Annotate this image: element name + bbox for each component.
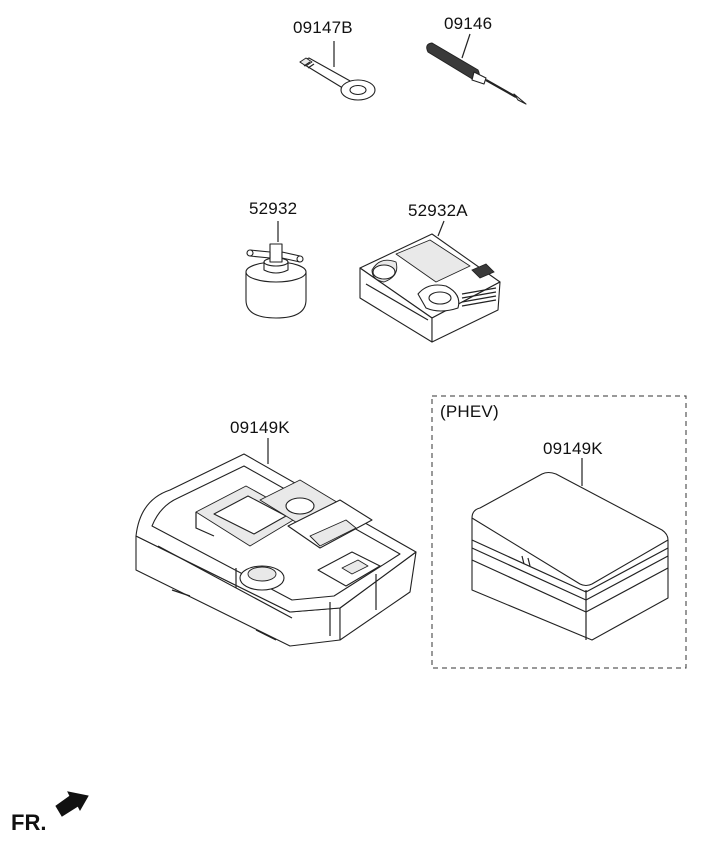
- front-direction-label: FR.: [11, 810, 47, 835]
- kit-case-part: [471, 458, 669, 641]
- front-direction-arrow-icon: [55, 791, 89, 817]
- part-code-screwdriver: 09146: [444, 14, 493, 33]
- leader-line-compressor: [437, 220, 445, 237]
- part-code-kit-case: 09149K: [543, 439, 603, 458]
- phev-group-label: (PHEV): [440, 402, 499, 421]
- air-compressor-part: [359, 220, 501, 343]
- sealant-bottle-part: [245, 221, 307, 319]
- part-code-tray: 09149K: [230, 418, 290, 437]
- part-code-towing-hook: 09147B: [293, 18, 353, 37]
- leader-line-screwdriver: [461, 33, 471, 59]
- screwdriver-part: [426, 33, 527, 105]
- part-code-sealant: 52932: [249, 199, 298, 218]
- part-code-compressor: 52932A: [408, 201, 468, 220]
- towing-hook-part: [299, 41, 376, 101]
- phev-group-frame: [431, 395, 687, 669]
- storage-tray-part: [135, 438, 417, 647]
